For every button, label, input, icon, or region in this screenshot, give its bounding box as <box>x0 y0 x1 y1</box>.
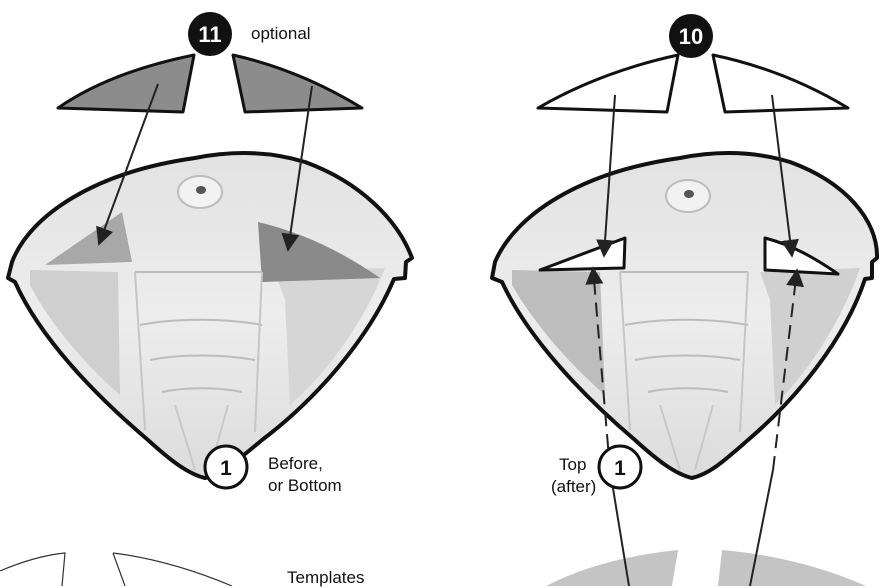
step-badge-10-number: 10 <box>679 24 703 49</box>
left-part-body <box>8 153 412 478</box>
right-part-badge-number: 1 <box>614 457 626 480</box>
right-piece-left <box>538 55 678 112</box>
left-part-badge-number: 1 <box>220 457 232 480</box>
left-part-caption-line1: Before, <box>268 454 323 474</box>
step-badge-10: 10 <box>669 14 713 58</box>
right-part-left-panel <box>512 270 605 395</box>
right-piece-right <box>713 55 848 112</box>
step-11-caption: optional <box>251 24 311 44</box>
left-part-right-panel <box>275 268 385 405</box>
right-part-right-panel <box>760 268 860 405</box>
left-templates <box>0 553 232 586</box>
left-piece-left <box>58 55 194 112</box>
left-part-badge: 1 <box>205 446 247 488</box>
left-top-pieces <box>58 55 362 112</box>
right-part-caption-line1: Top <box>559 455 586 475</box>
right-template-left <box>546 550 678 586</box>
right-top-pieces <box>538 55 848 112</box>
left-part-caption-line2: or Bottom <box>268 476 342 496</box>
templates-label: Templates <box>287 568 364 588</box>
right-panel: 10 1 <box>492 14 877 586</box>
step-badge-11-number: 11 <box>198 22 221 47</box>
right-part-badge: 1 <box>599 446 641 488</box>
left-panel: 11 1 <box>0 12 412 586</box>
right-part-caption-line2: (after) <box>551 477 596 497</box>
right-template-right <box>718 550 866 586</box>
step-badge-11: 11 <box>188 12 232 56</box>
left-piece-right <box>233 55 362 112</box>
right-part-body <box>492 153 877 478</box>
